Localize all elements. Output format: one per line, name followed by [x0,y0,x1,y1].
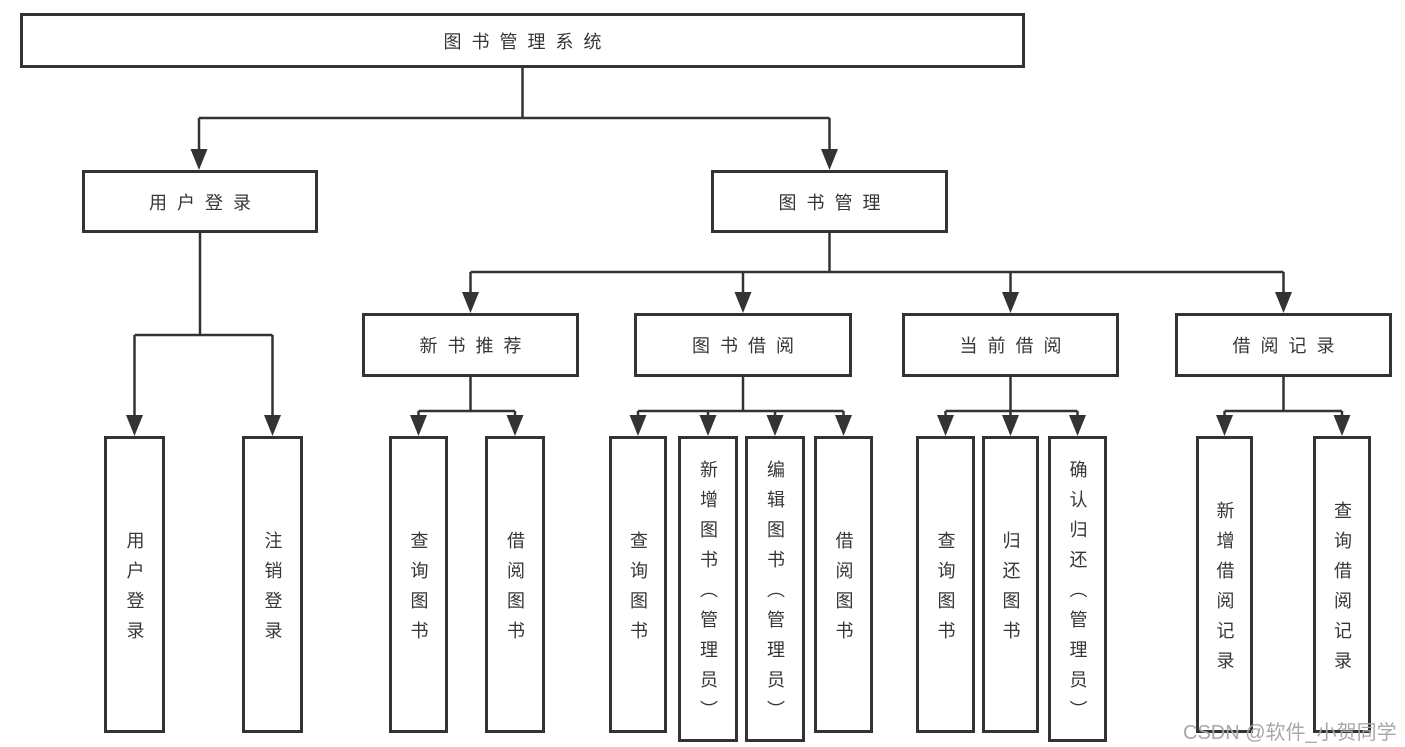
arrowhead-icon [506,415,524,436]
node-book-management: 图书管理 [711,170,948,233]
leaf-borrow-books-recommend: 借阅图书 [485,436,545,733]
node-new-book-recommendation: 新书推荐 [362,313,579,377]
arrowhead-icon [264,415,281,436]
node-label: 注销登录 [262,530,283,651]
node-label: 图书管理系统 [443,31,612,52]
leaf-logout: 注销登录 [242,436,303,733]
arrowhead-icon [1333,415,1351,436]
node-borrowing-records: 借阅记录 [1175,313,1392,377]
node-label: 图书借阅 [692,336,804,356]
node-label: 查询图书 [628,530,648,651]
node-label: 新书推荐 [419,336,532,356]
node-book-management-system: 图书管理系统 [20,13,1025,68]
leaf-query-books-current: 查询图书 [916,436,975,733]
node-label: 编辑图书（管理员） [765,460,785,730]
arrowhead-icon [1069,415,1086,436]
leaf-confirm-return-admin: 确认归还（管理员） [1048,436,1107,742]
node-label: 借阅图书 [505,530,525,651]
node-label: 新增图书（管理员） [698,460,718,730]
node-label: 借阅记录 [1232,336,1345,356]
leaf-user-login: 用户登录 [104,436,165,733]
arrowhead-icon [699,415,717,436]
node-label: 图书管理 [778,192,891,213]
node-label: 用户登录 [124,530,145,651]
csdn-watermark: CSDN @软件_小贺同学 [1183,722,1397,744]
arrowhead-icon [1002,415,1019,436]
node-current-borrowing: 当前借阅 [902,313,1119,377]
leaf-query-borrow-record: 查询借阅记录 [1313,436,1371,733]
leaf-add-borrow-record: 新增借阅记录 [1196,436,1253,733]
node-label: 归还图书 [1000,530,1021,651]
arrowhead-icon [462,292,479,313]
arrowhead-icon [629,415,647,436]
arrowhead-icon [734,292,752,313]
arrowhead-icon [190,149,208,170]
arrowhead-icon [1216,415,1233,436]
arrowhead-icon [937,415,954,436]
node-label: 查询图书 [408,530,429,651]
node-label: 新增借阅记录 [1214,500,1235,681]
leaf-query-books-borrowing: 查询图书 [609,436,667,733]
arrowhead-icon [835,415,852,436]
node-book-borrowing: 图书借阅 [634,313,852,377]
leaf-borrow-books: 借阅图书 [814,436,873,733]
arrowhead-icon [1275,292,1292,313]
leaf-return-books: 归还图书 [982,436,1039,733]
node-label: 确认归还（管理员） [1067,460,1088,730]
arrowhead-icon [410,415,427,436]
leaf-edit-books-admin: 编辑图书（管理员） [745,436,805,742]
node-label: 用户登录 [149,192,261,213]
node-label: 当前借阅 [959,336,1072,356]
node-user-login: 用户登录 [82,170,318,233]
arrowhead-icon [766,415,784,436]
arrowhead-icon [821,149,838,170]
arrowhead-icon [1002,292,1019,313]
node-label: 借阅图书 [833,530,854,651]
node-label: 查询图书 [935,530,956,651]
leaf-add-books-admin: 新增图书（管理员） [678,436,738,742]
node-label: 查询借阅记录 [1332,500,1352,681]
leaf-query-books-recommend: 查询图书 [389,436,448,733]
arrowhead-icon [126,415,143,436]
